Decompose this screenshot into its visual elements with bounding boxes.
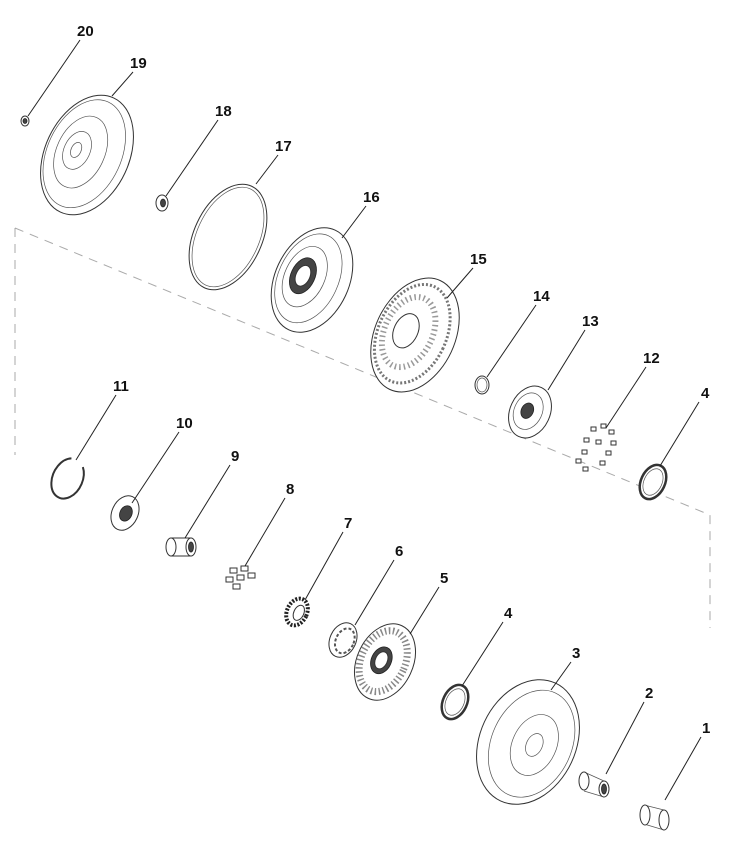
callout-15: 15 bbox=[470, 251, 487, 268]
callout-19: 19 bbox=[130, 55, 147, 72]
callout-10: 10 bbox=[176, 415, 193, 432]
callout-1: 1 bbox=[702, 720, 710, 737]
part-5-stator bbox=[354, 623, 416, 701]
subassembly-dashed-outline bbox=[14, 227, 711, 628]
callout-13: 13 bbox=[582, 313, 599, 330]
callout-4-lower: 4 bbox=[504, 605, 513, 622]
part-18-thrust-washer bbox=[155, 194, 169, 212]
callout-7: 7 bbox=[344, 515, 352, 532]
part-3-impeller-housing bbox=[476, 679, 580, 805]
part-13-turbine-hub bbox=[508, 385, 552, 439]
part-2-sleeve bbox=[578, 771, 610, 798]
callout-20: 20 bbox=[77, 23, 94, 40]
callout-2: 2 bbox=[645, 685, 653, 702]
part-19-front-cover bbox=[40, 94, 134, 216]
part-9-needle-bearing bbox=[165, 537, 197, 557]
callout-9: 9 bbox=[231, 448, 239, 465]
callout-5: 5 bbox=[440, 570, 448, 587]
part-20-nut bbox=[20, 115, 30, 127]
part-1-hub-cap bbox=[639, 804, 670, 831]
callout-6: 6 bbox=[395, 543, 403, 560]
callout-16: 16 bbox=[363, 189, 380, 206]
callout-11: 11 bbox=[113, 378, 129, 395]
part-14-snap-ring bbox=[474, 375, 490, 395]
callout-8: 8 bbox=[286, 481, 294, 498]
callout-12: 12 bbox=[643, 350, 660, 367]
callout-3: 3 bbox=[572, 645, 580, 662]
leader-lines bbox=[27, 39, 702, 801]
part-7-spline-gear bbox=[284, 596, 310, 628]
part-15-turbine bbox=[370, 277, 460, 393]
part-8-springs bbox=[225, 565, 256, 590]
callout-4-upper: 4 bbox=[701, 385, 710, 402]
part-16-damper-assembly bbox=[270, 227, 354, 333]
part-17-seal-ring bbox=[188, 183, 268, 291]
part-6-one-way-clutch bbox=[328, 622, 358, 658]
callout-18: 18 bbox=[215, 103, 232, 120]
callout-14: 14 bbox=[533, 288, 550, 305]
part-11-snap-ring bbox=[50, 457, 85, 500]
callout-17: 17 bbox=[275, 138, 292, 155]
callout-labels: 20 19 18 17 16 15 14 13 12 4 11 10 9 8 7… bbox=[77, 23, 710, 737]
part-10-thrust-plate bbox=[110, 495, 140, 531]
part-4-thrust-bearing-lower bbox=[440, 683, 470, 721]
part-12-rivets bbox=[575, 423, 617, 472]
